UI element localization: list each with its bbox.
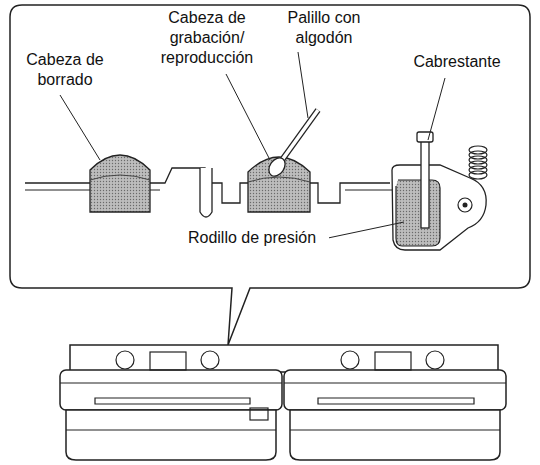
part-label: Cabrestante — [400, 52, 514, 72]
part-label: Palillo con algodón — [272, 8, 376, 48]
part-label: Cabeza de grabación/ reproducción — [140, 8, 274, 68]
part-label: Cabeza de borrado — [18, 50, 112, 90]
part-label: Rodillo de presión — [175, 228, 329, 248]
